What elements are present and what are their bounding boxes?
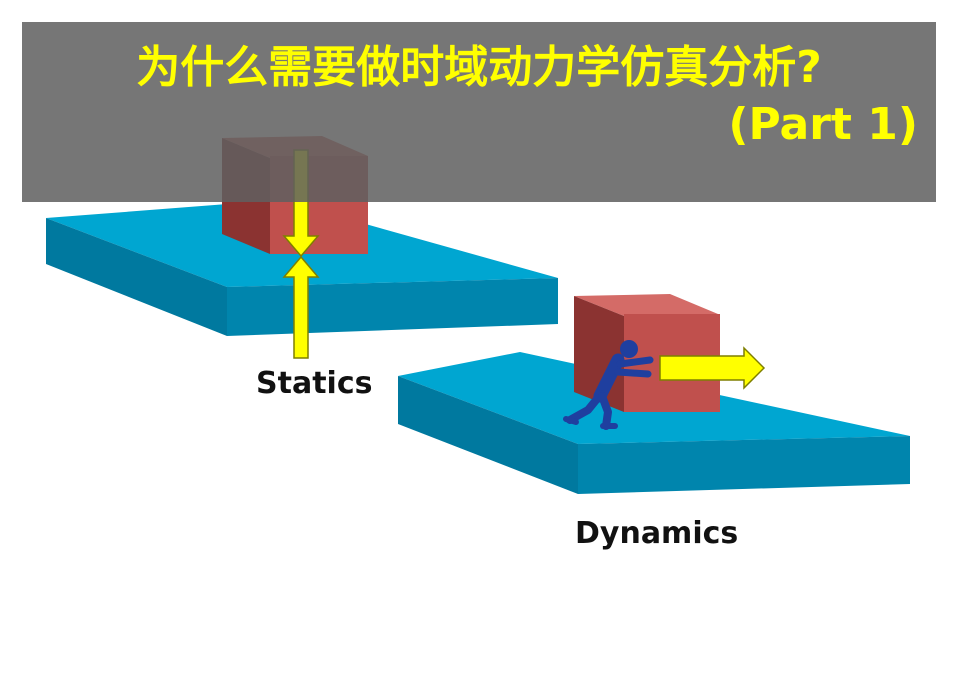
push-force-arrow <box>659 346 766 390</box>
statics-platform-side <box>46 218 227 336</box>
dynamics-box-top <box>574 294 718 316</box>
dynamics-platform-side <box>398 376 578 494</box>
statics-platform-front <box>227 278 558 336</box>
dynamics-platform-front <box>578 436 910 494</box>
dynamics-label: Dynamics <box>575 516 739 551</box>
reaction-arrow <box>282 255 320 359</box>
page-title: 为什么需要做时域动力学仿真分析? <box>136 42 822 93</box>
title-banner: 为什么需要做时域动力学仿真分析? (Part 1) <box>22 22 936 202</box>
page-subtitle: (Part 1) <box>728 99 918 150</box>
statics-label: Statics <box>256 366 373 401</box>
pushing-person-icon <box>563 340 654 430</box>
